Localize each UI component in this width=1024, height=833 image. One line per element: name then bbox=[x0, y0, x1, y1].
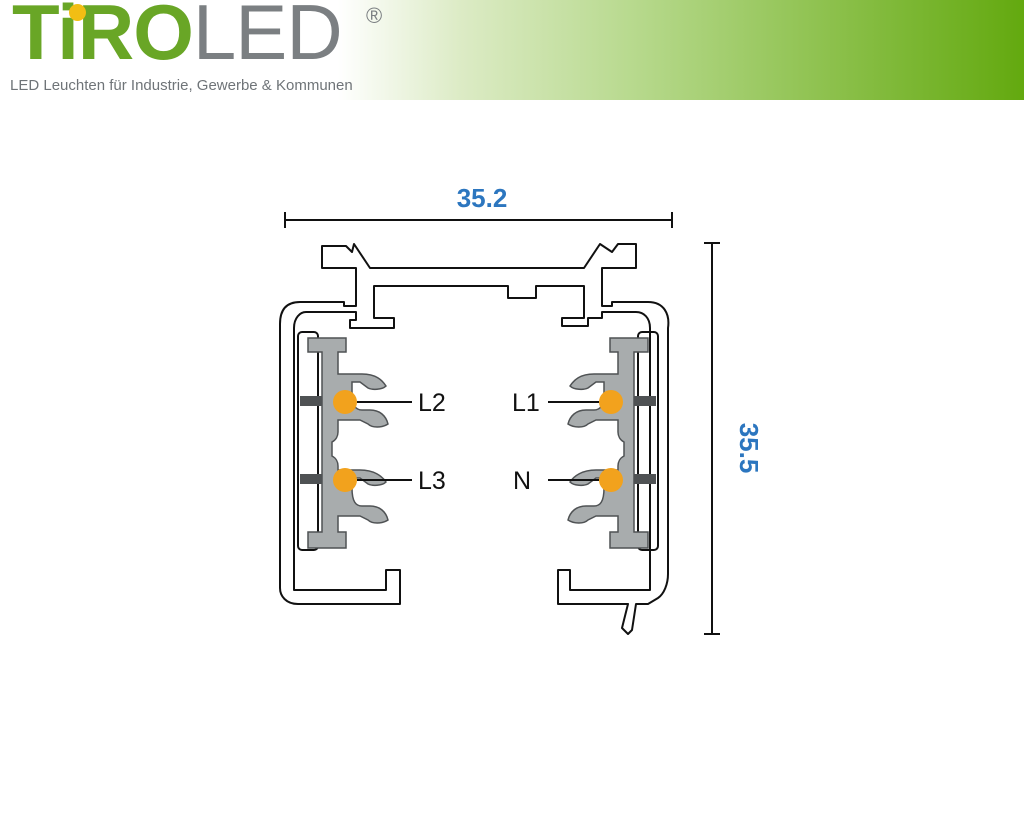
aluminium-rail-profile bbox=[279, 243, 670, 635]
contact-l1 bbox=[599, 390, 623, 414]
contact-n bbox=[599, 468, 623, 492]
contact-l3 bbox=[333, 468, 357, 492]
width-dimension-label: 35.2 bbox=[457, 183, 508, 213]
header-banner: TiROLED ® LED Leuchten für Industrie, Ge… bbox=[0, 0, 1024, 100]
height-dimension bbox=[704, 242, 720, 635]
width-dimension bbox=[284, 212, 673, 228]
logo-dot-icon bbox=[69, 4, 86, 21]
left-inner-channel bbox=[297, 331, 319, 551]
height-dimension-label: 35.5 bbox=[734, 423, 764, 474]
conductor-contacts bbox=[333, 390, 623, 492]
conductor-label-l2: L2 bbox=[418, 389, 446, 417]
tiroled-logo[interactable]: TiROLED bbox=[12, 0, 343, 71]
conductor-label-l1: L1 bbox=[512, 389, 540, 417]
contact-l2 bbox=[333, 390, 357, 414]
right-insulator bbox=[567, 337, 656, 549]
conductor-label-l3: L3 bbox=[418, 467, 446, 495]
logo-tiro-text: TiRO bbox=[12, 0, 194, 76]
conductor-label-n: N bbox=[513, 467, 531, 495]
registered-mark: ® bbox=[366, 3, 383, 28]
logo-led-text: LED bbox=[192, 0, 343, 76]
left-insulator bbox=[300, 337, 389, 549]
right-inner-channel bbox=[637, 331, 659, 551]
conductor-leader-lines bbox=[357, 401, 599, 481]
brand-tagline: LED Leuchten für Industrie, Gewerbe & Ko… bbox=[10, 77, 353, 94]
